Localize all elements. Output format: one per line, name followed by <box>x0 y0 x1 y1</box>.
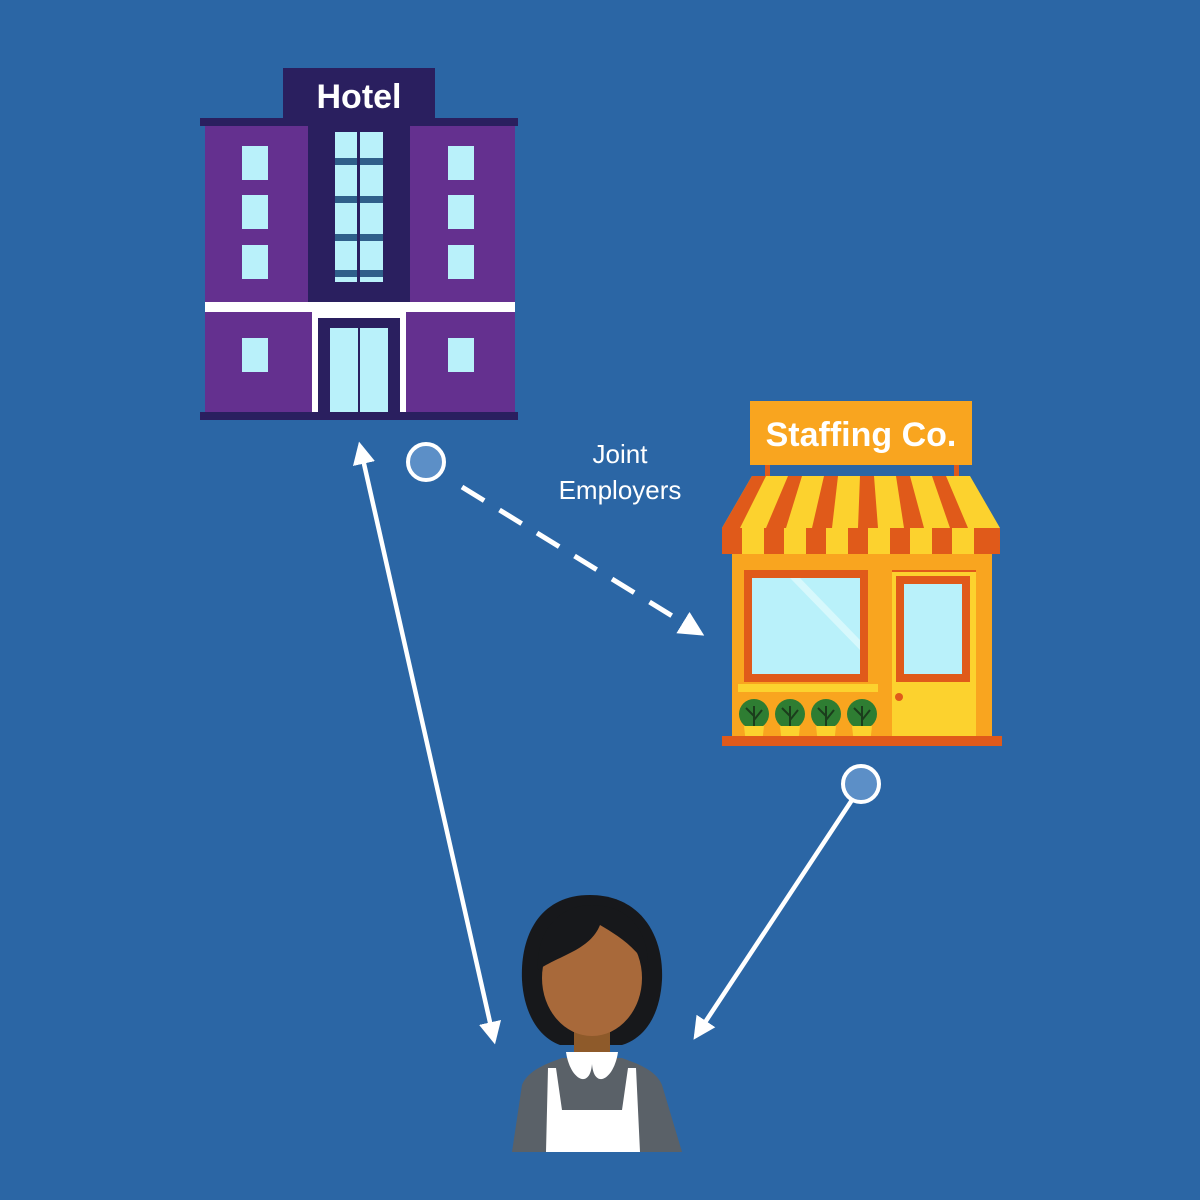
staffing-connection-node <box>841 764 881 804</box>
worker-person-icon <box>512 895 682 1152</box>
joint-employers-label-line1: Joint <box>593 439 649 469</box>
staffing-storefront-icon: Staffing Co. <box>722 401 1002 746</box>
hotel-building-icon: Hotel <box>200 68 518 420</box>
hotel-connection-node <box>406 442 446 482</box>
hotel-sign-label: Hotel <box>317 78 402 116</box>
joint-employers-label-line2: Employers <box>559 475 682 505</box>
hotel-worker-arrow <box>352 441 502 1045</box>
staffing-sign-label: Staffing Co. <box>766 416 957 454</box>
staffing-worker-arrow <box>693 798 854 1040</box>
joint-employers-dashed-arrow <box>460 484 705 636</box>
